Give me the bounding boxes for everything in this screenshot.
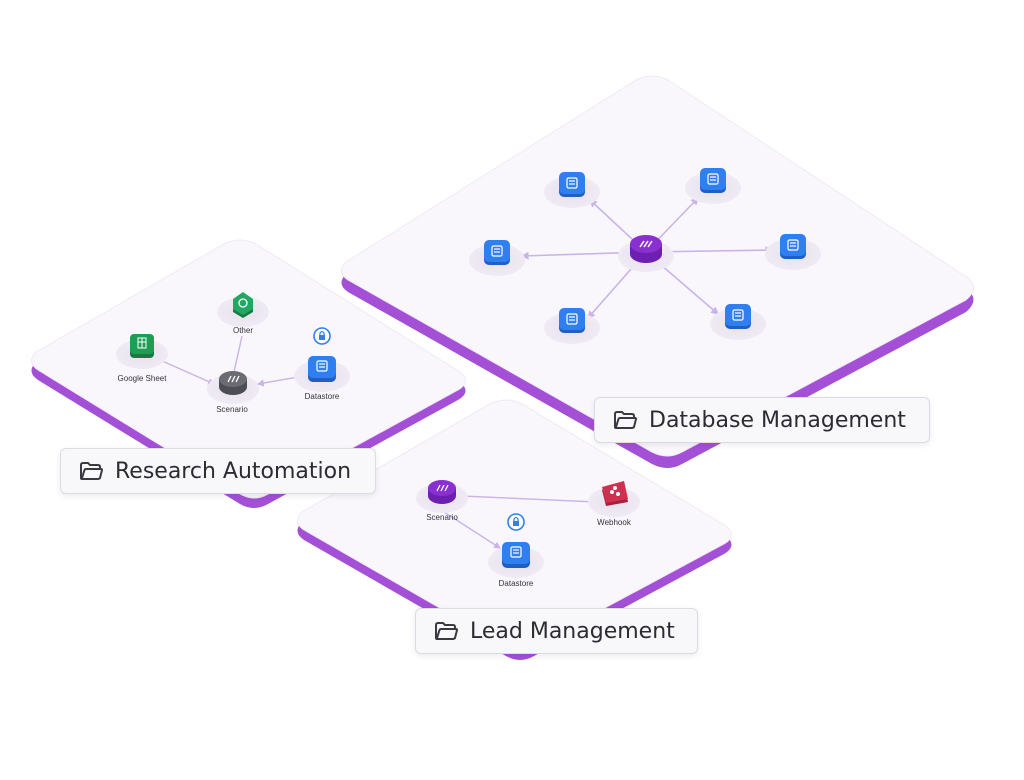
datastore-icon bbox=[566, 177, 578, 189]
scenario-icon bbox=[436, 484, 449, 492]
other-icon bbox=[238, 298, 248, 308]
datastore-icon bbox=[732, 309, 744, 321]
scenario-label: Scenario bbox=[216, 405, 248, 414]
datastore-node[interactable] bbox=[544, 308, 600, 344]
datastore-icon bbox=[787, 239, 799, 251]
datastore-node[interactable] bbox=[488, 542, 544, 578]
datastore-icon bbox=[316, 360, 328, 372]
database-management-label[interactable]: Database Management bbox=[594, 397, 930, 443]
other-label: Other bbox=[233, 326, 253, 335]
datastore-node[interactable] bbox=[710, 304, 766, 340]
webhook-label: Webhook bbox=[597, 518, 632, 527]
scenario-icon bbox=[639, 240, 653, 248]
webhook-node[interactable] bbox=[588, 481, 640, 517]
scenario-node[interactable] bbox=[416, 480, 468, 513]
datastore-icon bbox=[510, 546, 522, 558]
folder-icon bbox=[80, 462, 103, 480]
datastore-label: Datastore bbox=[499, 579, 534, 588]
datastore-node[interactable] bbox=[544, 172, 600, 208]
datastore-node[interactable] bbox=[469, 240, 525, 276]
datastore-label: Datastore bbox=[305, 392, 340, 401]
google-sheet-icon bbox=[137, 337, 147, 349]
folder-icon bbox=[435, 622, 458, 640]
google-sheet-node[interactable] bbox=[116, 334, 168, 369]
datastore-node[interactable] bbox=[765, 234, 821, 270]
lock-icon bbox=[507, 513, 525, 531]
lead-management-label[interactable]: Lead Management bbox=[415, 608, 698, 654]
google-sheet-label: Google Sheet bbox=[118, 374, 168, 383]
folder-icon bbox=[614, 411, 637, 429]
group-title: Database Management bbox=[649, 407, 906, 433]
datastore-icon bbox=[566, 313, 578, 325]
group-title: Lead Management bbox=[470, 618, 675, 644]
other-node[interactable] bbox=[217, 292, 269, 327]
datastore-node[interactable] bbox=[294, 356, 350, 392]
scenario-icon bbox=[227, 375, 240, 383]
scenario-label: Scenario bbox=[426, 513, 458, 522]
datastore-icon bbox=[707, 173, 719, 185]
lead-connectors bbox=[443, 492, 598, 549]
scenario-node[interactable] bbox=[618, 235, 674, 272]
datastore-icon bbox=[491, 245, 503, 257]
scenario-node[interactable] bbox=[207, 371, 259, 404]
research-automation-label[interactable]: Research Automation bbox=[60, 448, 376, 494]
lock-icon bbox=[313, 327, 331, 345]
group-title: Research Automation bbox=[115, 458, 352, 484]
webhook-icon bbox=[610, 486, 620, 496]
datastore-node[interactable] bbox=[685, 168, 741, 204]
